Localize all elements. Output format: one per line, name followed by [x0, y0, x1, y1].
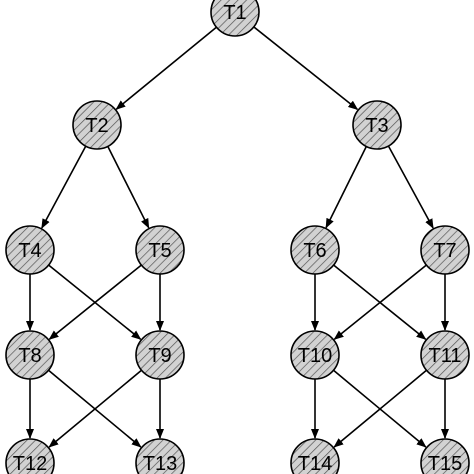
edge-t1-t3 [253, 26, 359, 111]
node-circle [420, 438, 470, 474]
edge-t2-t4 [41, 145, 87, 229]
node-t11: T11 [420, 330, 470, 380]
node-t3: T3 [352, 100, 402, 150]
node-t13: T13 [135, 438, 185, 474]
node-label: T2 [85, 115, 108, 137]
edge-t2-t5 [107, 146, 150, 229]
node-t7: T7 [420, 225, 470, 275]
edge-t3-t7 [387, 145, 434, 229]
edge-t7-t10 [333, 264, 427, 340]
node-t4: T4 [5, 225, 55, 275]
node-t10: T10 [290, 330, 340, 380]
node-label: T3 [365, 115, 388, 137]
node-circle [420, 225, 470, 275]
node-circle [135, 330, 185, 380]
node-circle [5, 330, 55, 380]
node-t5: T5 [135, 225, 185, 275]
node-label: T13 [143, 453, 177, 474]
node-label: T5 [148, 240, 171, 262]
edge-t1-t2 [115, 26, 217, 110]
node-label: T6 [303, 240, 326, 262]
node-t2: T2 [72, 100, 122, 150]
node-label: T11 [429, 345, 462, 367]
node-t14: T14 [290, 438, 340, 474]
node-label: T15 [428, 453, 462, 474]
node-t15: T15 [420, 438, 470, 474]
edges-layer [26, 26, 449, 448]
node-label: T12 [13, 453, 47, 474]
node-circle [352, 100, 402, 150]
node-t6: T6 [290, 225, 340, 275]
node-t9: T9 [135, 330, 185, 380]
node-circle [420, 330, 470, 380]
node-label: T9 [148, 345, 171, 367]
node-t12: T12 [5, 438, 55, 474]
edge-t9-t12 [48, 369, 143, 448]
node-circle [5, 225, 55, 275]
node-label: T1 [223, 2, 246, 24]
node-circle [210, 0, 260, 37]
node-circle [290, 330, 340, 380]
node-circle [290, 438, 340, 474]
node-label: T8 [18, 345, 41, 367]
node-label: T14 [298, 453, 332, 474]
node-circle [135, 438, 185, 474]
node-label: T7 [433, 240, 456, 262]
node-t1: T1 [210, 0, 260, 37]
node-t8: T8 [5, 330, 55, 380]
node-label: T4 [18, 240, 41, 262]
edge-t11-t14 [333, 369, 428, 448]
node-circle [290, 225, 340, 275]
node-circle [135, 225, 185, 275]
node-label: T10 [298, 345, 332, 367]
edge-t3-t6 [325, 146, 368, 229]
node-circle [72, 100, 122, 150]
node-circle [5, 438, 55, 474]
edge-t5-t8 [48, 264, 142, 340]
